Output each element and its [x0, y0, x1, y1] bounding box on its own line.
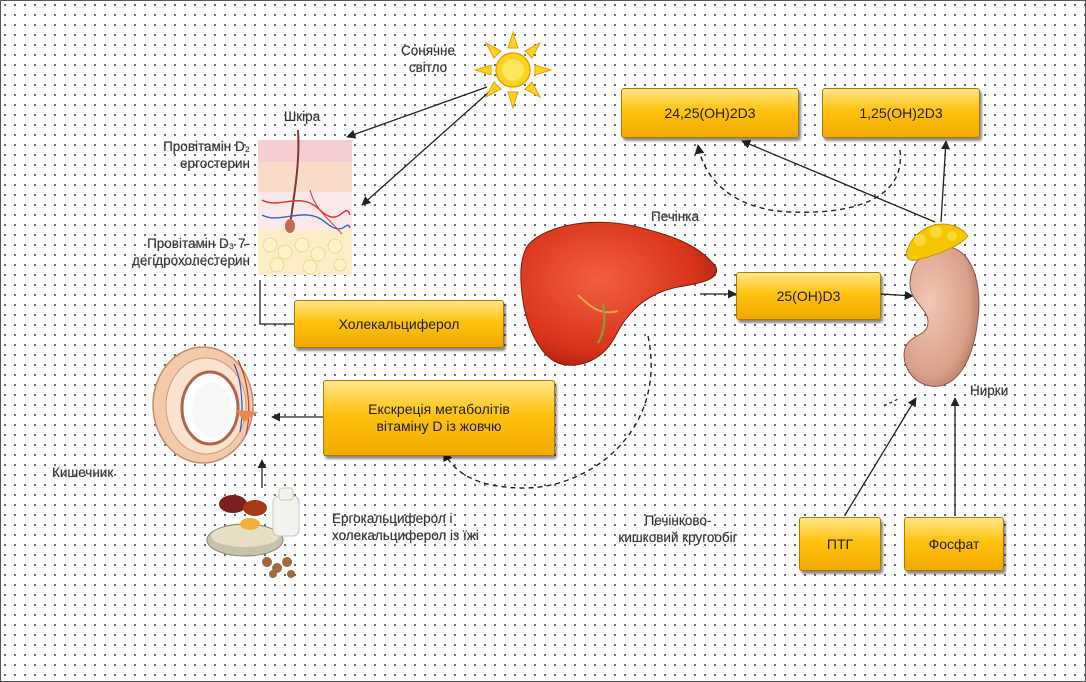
- intestine-label: Кишечник: [52, 464, 152, 481]
- calcitriol-box: 1,25(OH)2D3: [822, 88, 980, 138]
- liver-label: Печінка: [635, 208, 715, 225]
- sun-icon: [473, 30, 553, 110]
- food-label: Ергокальциферол і холекальциферол із їжі: [332, 510, 532, 544]
- pth-to-kidney-arrow: [845, 398, 916, 515]
- metabolite-24-25-box: 24,25(OH)2D3: [621, 88, 799, 138]
- sunlight-label: Сонячне світло: [388, 42, 468, 76]
- food-image: [205, 482, 315, 582]
- excretion-box: Екскреція метаболітів вітаміну D із жовч…: [323, 380, 555, 456]
- phosphate-box: Фосфат: [904, 517, 1004, 571]
- calcitriol-feedback-dashed-arrow: [698, 145, 900, 212]
- pth-box: ПТГ: [799, 517, 881, 571]
- provitamin-d3-label: Провітамін D₃ 7-дегідрохолестерин: [85, 235, 250, 269]
- enterohepatic-label: Печінково-кишковий кругообіг: [618, 512, 738, 546]
- cholecalciferol-box: Холекальциферол: [294, 300, 504, 348]
- skin-label: Шкіра: [262, 108, 342, 125]
- kidney-image: [898, 218, 988, 398]
- kidney-dotted-mark: [884, 398, 900, 406]
- calcidiol-box: 25(OH)D3: [736, 272, 881, 320]
- kidneys-label: Нирки: [970, 382, 1040, 399]
- intestine-image: [148, 340, 268, 470]
- skin-cross-section-image: [250, 130, 360, 280]
- provitamin-d2-label: Провітамін D₂ ергостерин: [110, 138, 250, 172]
- skin-to-cholecalciferol-connector: [260, 280, 294, 324]
- kidney-to-calcitriol-arrow: [941, 141, 946, 222]
- liver-image: [518, 215, 723, 375]
